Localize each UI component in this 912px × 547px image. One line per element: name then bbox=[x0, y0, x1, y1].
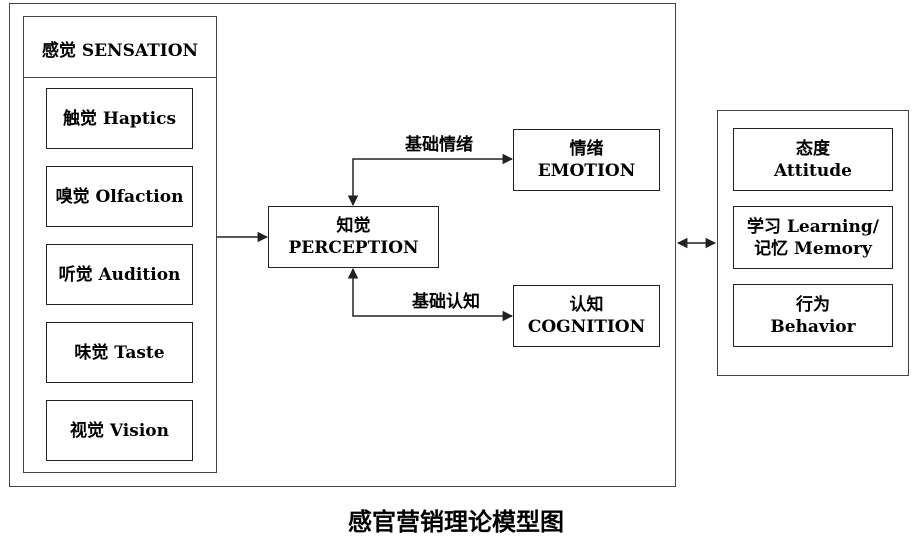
sense-taste: 味觉 Taste bbox=[46, 322, 193, 383]
outcome-attitude-zh: 态度 bbox=[796, 138, 830, 159]
outcome-behavior-en: Behavior bbox=[770, 316, 856, 337]
sensation-title: 感觉 SENSATION bbox=[41, 41, 199, 61]
arrow-perception-emotion bbox=[347, 153, 514, 207]
outcome-behavior: 行为 Behavior bbox=[733, 284, 893, 347]
outcome-learning-line2: 记忆 Memory bbox=[754, 238, 872, 259]
sense-olfaction-label: 嗅觉 Olfaction bbox=[55, 186, 184, 207]
arrow-perception-cognition bbox=[347, 267, 514, 322]
outcome-behavior-zh: 行为 bbox=[796, 294, 830, 315]
sense-audition: 听觉 Audition bbox=[46, 244, 193, 305]
sense-taste-label: 味觉 Taste bbox=[74, 342, 165, 363]
perception-label-zh: 知觉 bbox=[336, 216, 371, 236]
outcome-learning-line1: 学习 Learning/ bbox=[747, 216, 879, 237]
sense-vision-label: 视觉 Vision bbox=[70, 420, 169, 441]
cognition-box: 认知 COGNITION bbox=[513, 285, 660, 347]
sensation-header bbox=[23, 16, 217, 78]
figure-caption: 感官营销理论模型图 bbox=[348, 508, 564, 536]
sense-haptics: 触觉 Haptics bbox=[46, 88, 193, 149]
sense-audition-label: 听觉 Audition bbox=[58, 264, 181, 285]
emotion-label-zh: 情绪 bbox=[569, 139, 604, 159]
outcome-learning-memory: 学习 Learning/ 记忆 Memory bbox=[733, 206, 893, 269]
emotion-box: 情绪 EMOTION bbox=[513, 129, 660, 191]
outcomes-group bbox=[717, 110, 909, 376]
emotion-label-en: EMOTION bbox=[537, 161, 636, 181]
edge-label-basic-emotion: 基础情绪 bbox=[405, 135, 473, 155]
model-outer-frame bbox=[9, 3, 676, 487]
sense-vision: 视觉 Vision bbox=[46, 400, 193, 461]
outcome-attitude: 态度 Attitude bbox=[733, 128, 893, 191]
perception-label-en: PERCEPTION bbox=[288, 238, 419, 258]
sense-haptics-label: 触觉 Haptics bbox=[62, 108, 177, 129]
sense-olfaction: 嗅觉 Olfaction bbox=[46, 166, 193, 227]
cognition-label-zh: 认知 bbox=[569, 295, 604, 315]
outcome-attitude-en: Attitude bbox=[774, 160, 852, 181]
perception-box: 知觉 PERCEPTION bbox=[268, 206, 439, 268]
cognition-label-en: COGNITION bbox=[527, 317, 646, 337]
